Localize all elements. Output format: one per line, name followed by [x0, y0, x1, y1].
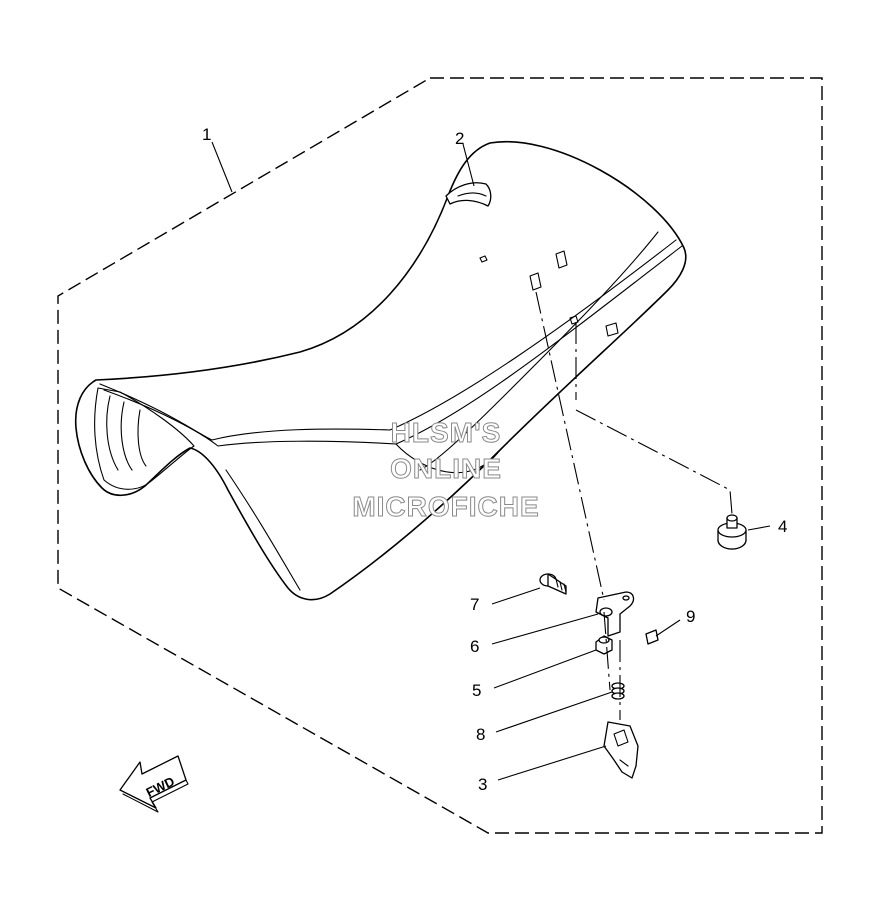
seat-strap — [445, 182, 492, 207]
leader-line-9 — [655, 619, 681, 637]
fwd-arrow-icon: FWD — [119, 755, 189, 813]
centerline — [575, 409, 733, 515]
seat-crown-line — [99, 239, 677, 441]
callout-7: 7 — [470, 595, 479, 614]
centerline — [603, 611, 611, 691]
watermark-line-3: MICROFICHE — [352, 491, 539, 522]
leader-line-2 — [462, 143, 475, 187]
callout-9: 9 — [686, 607, 695, 626]
bolt — [539, 573, 567, 595]
callout-2: 2 — [455, 129, 464, 148]
seat-mount-hole — [479, 255, 488, 263]
callout-3: 3 — [478, 775, 487, 794]
seat-mount-hole — [569, 315, 579, 325]
callout-8: 8 — [476, 725, 485, 744]
seat-strap-fold — [457, 192, 487, 197]
seat-front-rib — [106, 395, 119, 471]
callout-1: 1 — [202, 125, 211, 144]
watermark-line-1: HLSM'S — [391, 417, 502, 448]
nut — [595, 635, 613, 655]
leader-line-5 — [493, 649, 597, 689]
seat-mount-hole — [555, 250, 568, 269]
assembly-boundary — [57, 77, 823, 834]
leader-line-6 — [491, 613, 599, 645]
seat-assembly — [74, 140, 687, 601]
seat-outline — [74, 140, 687, 601]
seat-front-rib — [120, 401, 133, 471]
seat-mount-hole — [605, 322, 619, 337]
bracket-hole — [599, 607, 613, 617]
callout-6: 6 — [470, 637, 479, 656]
seat-bracket — [595, 591, 635, 637]
spring — [611, 682, 625, 700]
centerline — [535, 291, 605, 601]
leader-line-1 — [211, 141, 233, 193]
leader-line-7 — [491, 587, 541, 605]
leader-line-8 — [495, 691, 613, 733]
callout-5: 5 — [472, 681, 481, 700]
seat-rear-edge — [419, 231, 659, 471]
clip — [645, 629, 659, 645]
seat-front-opening — [94, 387, 195, 490]
seat-mount-hole — [529, 272, 542, 291]
callout-4: 4 — [778, 517, 787, 536]
damper-rubber — [717, 514, 747, 550]
leader-line-3 — [497, 745, 607, 781]
seat-lock-hook — [603, 721, 639, 779]
watermark-line-2: ONLINE — [390, 453, 502, 484]
seat-lock-detail — [613, 729, 629, 767]
seat-side-fold — [395, 443, 501, 474]
leader-line-4 — [747, 525, 771, 531]
seat-side-lower — [225, 469, 301, 591]
bracket-hole — [622, 595, 630, 601]
seat-front-rib — [137, 409, 147, 467]
seat-piping — [103, 245, 683, 447]
